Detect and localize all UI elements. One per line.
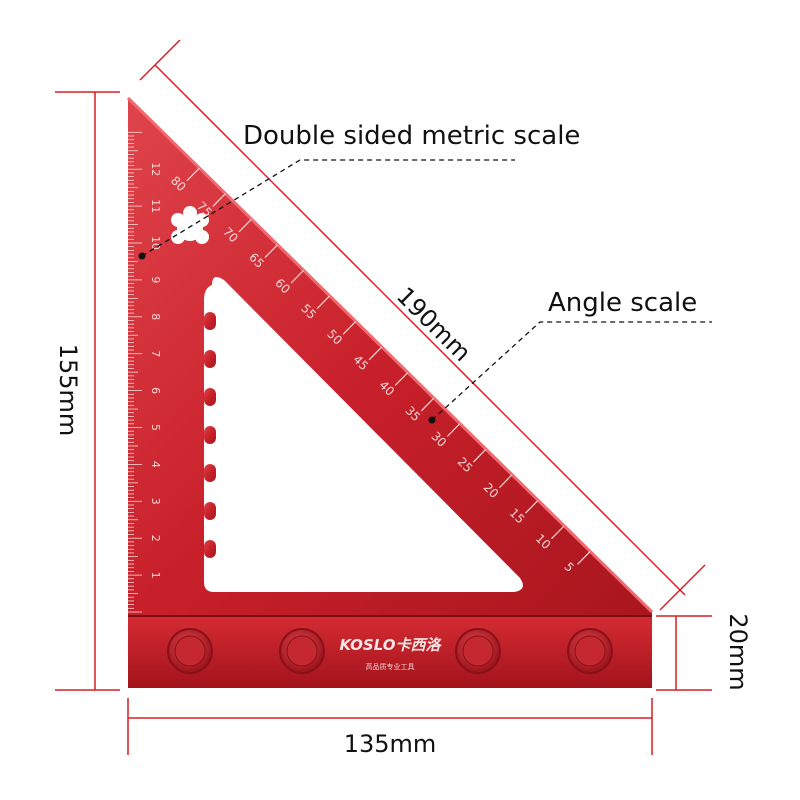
metric-scale-label: 12 [149,162,162,176]
brand-tagline: 高品质专业工具 [366,662,415,671]
angle-tick [290,269,305,284]
angle-tick [420,397,435,412]
inner-cutout [204,276,523,592]
angle-tick [577,551,591,565]
pencil-hole [171,206,209,244]
angle-tick [551,525,565,540]
callout-dot-angle [428,416,436,424]
metric-scale-label: 3 [149,498,162,505]
metric-scale-label: 11 [149,199,162,213]
angle-tick [446,423,461,437]
angle-tick [264,244,278,258]
metric-scale-label: 6 [149,387,162,394]
angle-tick [525,499,539,514]
angle-tick [212,193,226,207]
base-thickness-dimension-label: 20mm [724,613,752,690]
metric-scale-label: 7 [149,350,162,357]
brand-logo: KOSLO卡西洛 [340,636,443,654]
metric-scale-label: 10 [149,236,162,250]
angle-scale-callout: Angle scale [548,288,697,318]
hypotenuse-dimension-label: 190mm [391,282,476,367]
height-dimension-label: 155mm [54,344,82,437]
angle-tick [316,295,331,310]
angle-tick [394,372,409,386]
metric-scale-label: 1 [149,572,162,579]
angle-tick [368,346,383,361]
angle-tick [238,218,252,233]
angle-tick [342,320,357,335]
callout-dot-metric [138,252,146,260]
base-holes [167,628,613,674]
metric-scale-label: 2 [149,535,162,542]
cutout-notches [204,312,216,558]
width-dimension-label: 135mm [344,730,437,758]
metric-scale-label: 4 [149,461,162,468]
angle-tick [186,167,200,182]
metric-scale-label: 9 [149,276,162,283]
metric-scale-callout: Double sided metric scale [243,121,580,151]
hypotenuse-bevel [126,96,654,614]
callout-lines [141,159,712,421]
base-bar [128,616,652,688]
angle-tick [472,448,487,463]
metric-scale-label: 8 [149,313,162,320]
angle-tick [498,474,513,489]
dimension-lines [55,39,712,755]
metric-scale-label: 5 [149,424,162,431]
